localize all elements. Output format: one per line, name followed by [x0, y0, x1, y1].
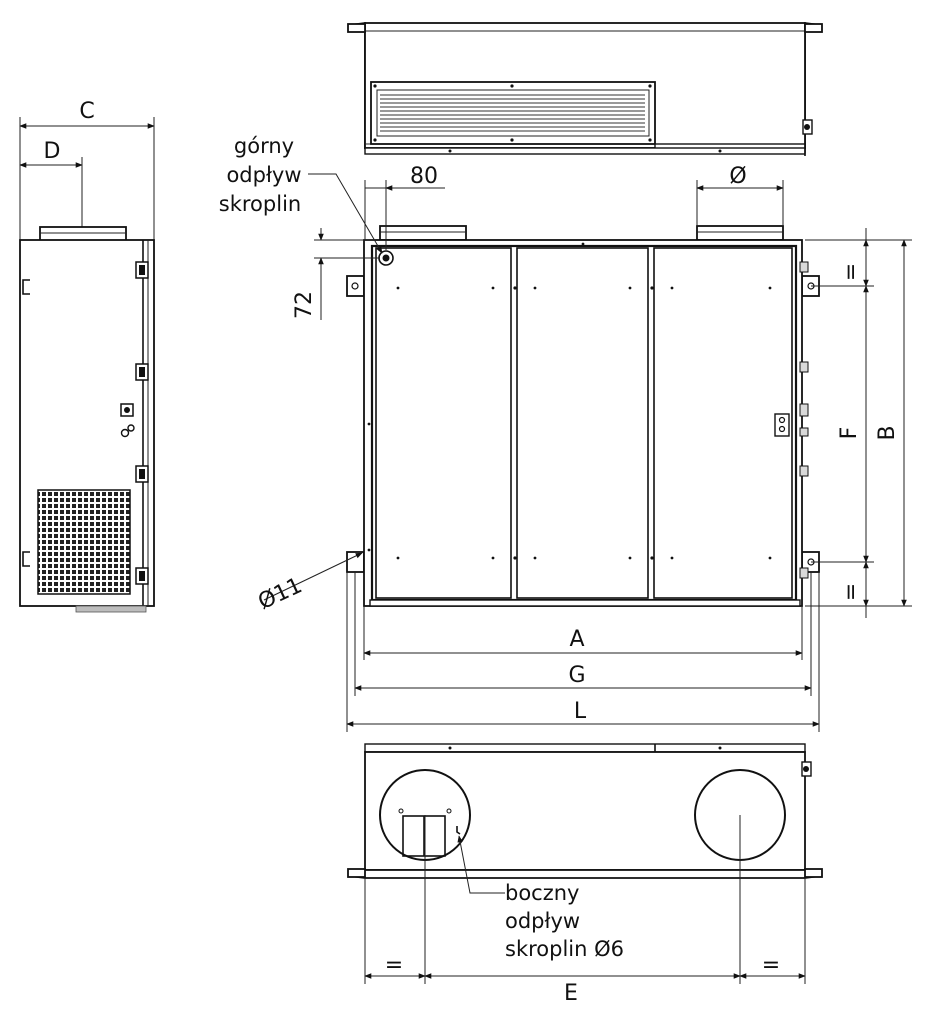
- front-housing: [363, 239, 803, 607]
- top-drain-note: górny odpływ skroplin: [219, 134, 383, 254]
- dim-b-label: B: [875, 425, 900, 440]
- side-view: C D: [19, 99, 155, 613]
- top-drain-note-line3: skroplin: [219, 192, 301, 216]
- door-panel-1: [375, 247, 512, 599]
- hinge-icons: [135, 261, 149, 585]
- dim-phi11-label: Ø11: [254, 573, 306, 615]
- duct-collar-right: [696, 225, 784, 241]
- bottom-view: [347, 743, 823, 879]
- side-drain-note: boczny odpływ skroplin Ø6: [457, 835, 624, 961]
- front-view: [346, 225, 820, 607]
- side-drain-note-line3: skroplin Ø6: [505, 937, 624, 961]
- top-drain-note-line1: górny: [234, 134, 294, 158]
- dim-eq-left-label: =: [385, 953, 403, 978]
- side-fittings: [799, 261, 809, 579]
- door-panel-2: [516, 247, 649, 599]
- louvre-panel: [370, 81, 656, 145]
- door-panel-3: [653, 247, 793, 599]
- duct-collar-left: [379, 225, 467, 241]
- dim-eq-right-label: =: [762, 953, 780, 978]
- intake-grille: [37, 489, 131, 595]
- latch-icon: [774, 413, 790, 437]
- dim-eq-top-label: =: [839, 263, 864, 281]
- side-drain-note-line1: boczny: [505, 881, 579, 905]
- bottom-dimensions: = = E: [364, 815, 806, 1006]
- dim-a-label: A: [569, 627, 584, 652]
- side-drain-icon: [456, 826, 461, 835]
- bracket-icon: [22, 279, 30, 295]
- side-drain-note-line2: odpływ: [505, 909, 580, 933]
- dim-phi-label: Ø: [729, 164, 746, 189]
- dim-72-label: 72: [292, 291, 317, 319]
- top-view: [347, 21, 823, 156]
- bracket-icon: [22, 551, 30, 567]
- mounting-lug: [346, 551, 365, 573]
- dim-l-label: L: [574, 699, 587, 724]
- dim-g-label: G: [568, 663, 585, 688]
- dim-d-label: D: [44, 139, 61, 164]
- dim-e-label: E: [564, 981, 578, 1006]
- gland-icon: [120, 428, 130, 438]
- top-drain-note-line2: odpływ: [226, 163, 301, 187]
- side-duct-collar: [39, 226, 127, 242]
- front-dimensions: 80 Ø 72 Ø11 A G L: [254, 164, 912, 732]
- dim-80-label: 80: [410, 164, 438, 189]
- dim-c-label: C: [79, 99, 94, 124]
- dim-f-label: F: [837, 427, 862, 440]
- dim-eq-bottom-label: =: [839, 583, 864, 601]
